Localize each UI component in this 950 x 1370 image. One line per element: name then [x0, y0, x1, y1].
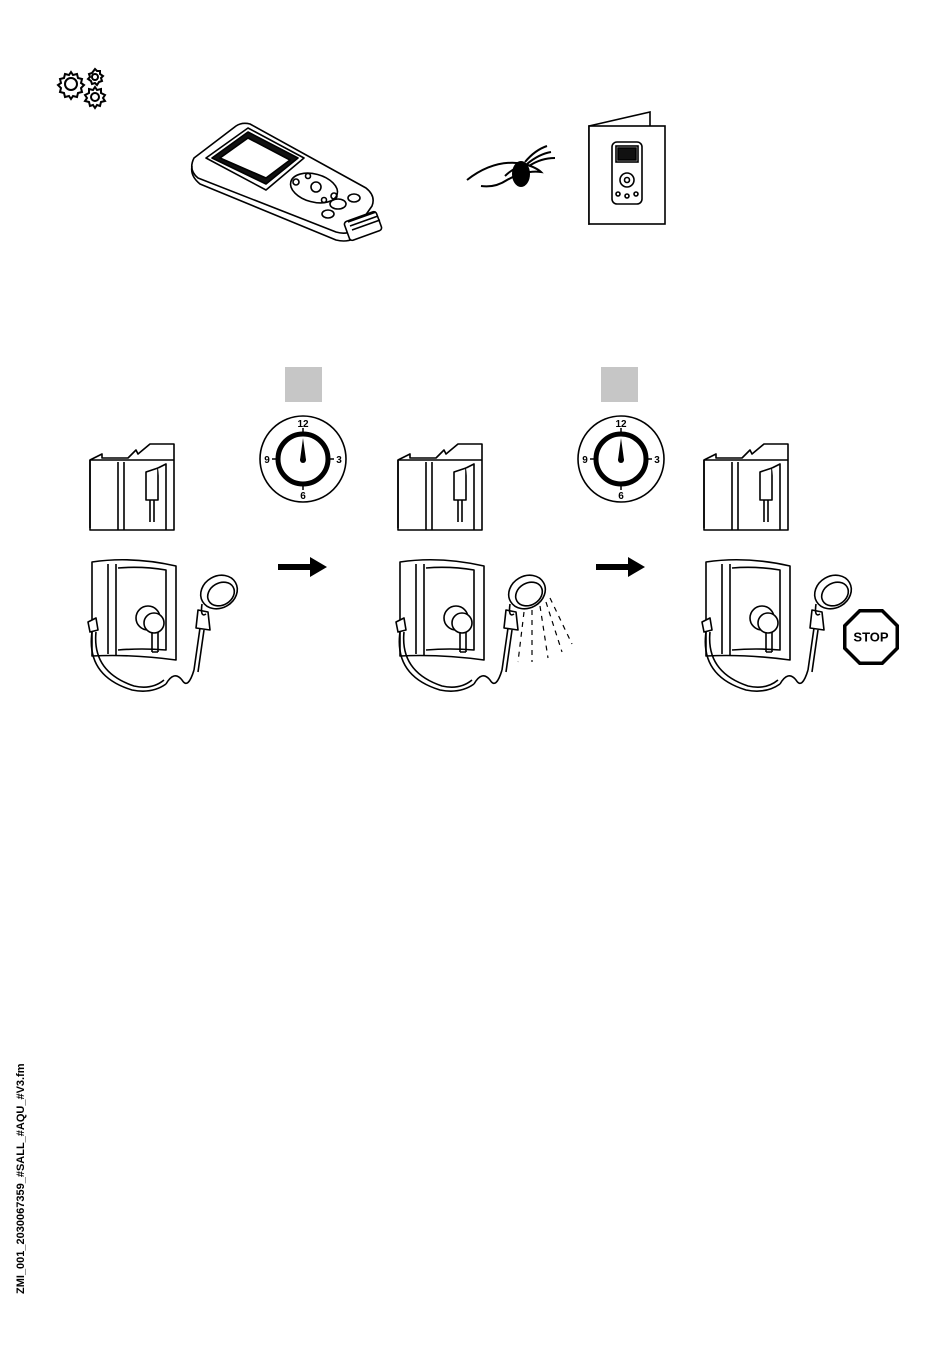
clock-number-12: 12	[297, 419, 309, 430]
shower-panel-top-icon	[88, 440, 180, 530]
clock-icon: 12 3 6 9	[258, 414, 348, 504]
shower-panel-icon	[696, 558, 861, 698]
stop-label: STOP	[853, 630, 888, 645]
gray-box	[285, 367, 322, 402]
clock-number-12: 12	[615, 419, 627, 430]
shower-panel-icon	[82, 558, 247, 698]
remote-control-icon	[186, 118, 386, 248]
stop-sign-icon: STOP	[842, 608, 900, 666]
gray-box	[601, 367, 638, 402]
clock-icon: 12 3 6 9	[576, 414, 666, 504]
shower-panel-top-icon	[702, 440, 794, 530]
arrow-right-icon	[278, 556, 328, 578]
clock-number-3: 3	[336, 455, 342, 466]
footer-code: ZMI_001_2030067359_#SALL_#AQU_#V3.fm	[15, 1063, 27, 1294]
clock-number-9: 9	[264, 455, 270, 466]
gears-icon	[55, 66, 111, 110]
arrow-right-icon	[596, 556, 646, 578]
clock-number-9: 9	[582, 455, 588, 466]
shower-panel-icon	[390, 558, 575, 698]
eye-icon	[465, 140, 557, 192]
clock-number-6: 6	[618, 491, 624, 502]
clock-number-6: 6	[300, 491, 306, 502]
clock-number-3: 3	[654, 455, 660, 466]
manual-booklet-icon	[588, 110, 668, 228]
shower-panel-top-icon	[396, 440, 488, 530]
